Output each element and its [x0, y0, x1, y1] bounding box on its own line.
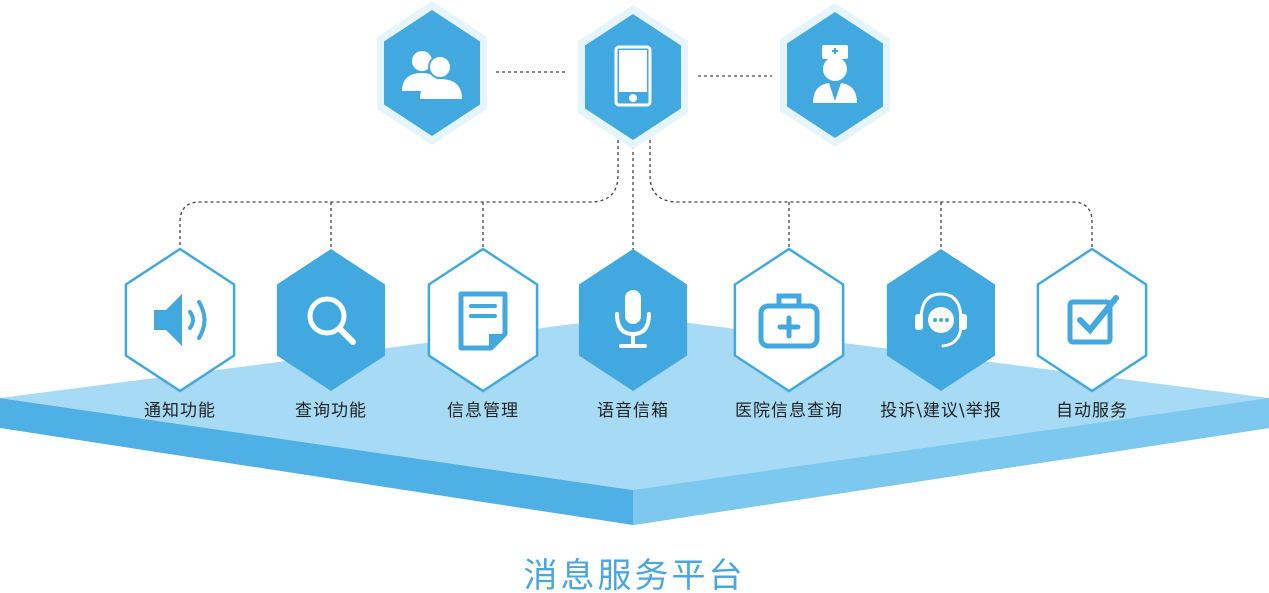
hexagon: [1036, 247, 1148, 393]
feature-label: 医院信息查询: [735, 401, 843, 421]
feature-node: [276, 249, 386, 391]
top-node-users: [377, 1, 487, 145]
document-icon: [458, 291, 508, 351]
feature-label: 信息管理: [447, 401, 519, 421]
feature-node: [886, 249, 996, 391]
connector-right: [649, 140, 1093, 250]
users-icon: [402, 51, 462, 99]
feature-label: 投诉\建议\举报: [880, 401, 1002, 421]
feature-label: 语音信箱: [597, 401, 669, 421]
feature-label: 通知功能: [144, 401, 216, 421]
feature-label: 查询功能: [295, 401, 367, 421]
search-icon: [307, 296, 356, 345]
top-connector-lines: [496, 71, 772, 77]
mobile-phone-icon: [614, 45, 652, 107]
top-node-mobile: [578, 5, 688, 149]
feature-node: [578, 249, 688, 391]
microphone-icon: [615, 290, 651, 348]
feature-node: [1036, 247, 1148, 393]
hexagon: [276, 249, 386, 391]
connector-drops: [330, 140, 942, 250]
connector-left: [179, 140, 619, 250]
top-node-nurse: [780, 3, 890, 147]
hexagon: [427, 247, 539, 393]
speaker-icon: [154, 294, 207, 346]
platform-right-edge: [633, 398, 1269, 525]
feature-node: [733, 247, 845, 393]
feature-label: 自动服务: [1056, 401, 1128, 421]
platform-title: 消息服务平台: [523, 556, 746, 593]
headset-chat-icon: [915, 292, 967, 348]
nurse-icon: [813, 45, 857, 103]
medical-kit-icon: [758, 293, 820, 349]
feature-node: [427, 247, 539, 393]
checkbox-icon: [1067, 295, 1119, 345]
feature-node: [124, 247, 236, 393]
